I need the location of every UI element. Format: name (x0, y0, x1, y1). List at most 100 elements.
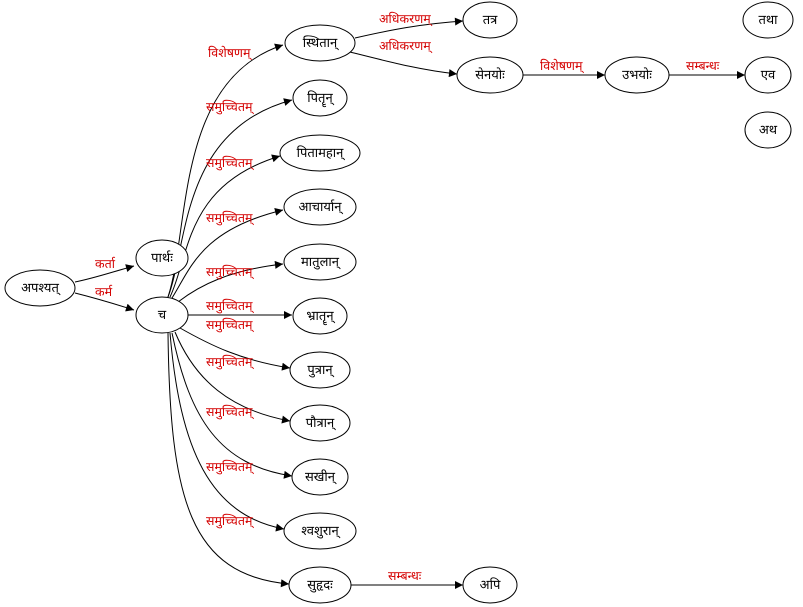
node-ellipse (744, 111, 792, 149)
node-label: स्थितान् (303, 35, 339, 51)
edge-sthitan-tatra: अधिकरणम् (354, 11, 464, 39)
node-label: आचार्यान् (298, 199, 343, 215)
node-ellipse (462, 1, 518, 39)
node-pitrn: पितॄन् (292, 79, 348, 117)
node-atha: अथ (744, 111, 792, 149)
edge-line (167, 332, 290, 588)
edge-label: समुच्चितम् (206, 99, 254, 115)
node-eva: एव (744, 56, 792, 94)
node-ellipse (292, 297, 348, 335)
node-ellipse (289, 351, 351, 389)
node-ellipse (283, 243, 357, 281)
edge-line (179, 327, 291, 371)
node-ellipse (4, 269, 76, 307)
node-ellipse (289, 404, 351, 442)
edge-label: समुच्चितम् (206, 513, 254, 529)
node-ellipse (135, 239, 189, 277)
node-label: पार्थः (151, 250, 173, 266)
node-label: पितामहान् (297, 145, 346, 161)
node-ellipse (744, 56, 792, 94)
edge-ca-putran: समुच्चितम् (179, 317, 291, 371)
node-label: पुत्रान् (307, 363, 334, 378)
node-label: तत्र (483, 13, 498, 28)
nodes-layer: अपश्यत् पार्थः च स्थितान् पितॄन् पितामहान् आचा… (4, 1, 794, 604)
node-ellipse (283, 188, 357, 226)
edge-line (74, 264, 135, 283)
node-label: पितॄन् (307, 90, 334, 108)
edge-label: समुच्चितम् (206, 317, 254, 333)
node-apashyat: अपश्यत् (4, 269, 76, 307)
edge-ca-shvashuran: समुच्चितम् (169, 332, 285, 532)
node-label: अथ (759, 123, 778, 138)
node-ellipse (288, 566, 352, 604)
node-pautran: पौत्रान् (289, 404, 351, 442)
node-ellipse (284, 24, 356, 62)
node-ellipse (742, 1, 794, 39)
node-label: उभयोः (622, 67, 652, 83)
node-label: सखीन् (305, 469, 337, 485)
edge-line (171, 207, 284, 299)
node-label: भ्रातॄन् (306, 309, 335, 326)
edge-ca-pautran: समुच्चितम् (174, 331, 291, 424)
node-label: च (158, 308, 167, 323)
node-acaryan: आचार्यान् (283, 188, 357, 226)
edge-label: अधिकरणम् (379, 38, 433, 54)
node-ellipse (283, 512, 357, 550)
node-suhrdah: सुहृदः (288, 566, 352, 604)
node-tatha: तथा (742, 1, 794, 39)
node-tatra: तत्र (462, 1, 518, 39)
edge-label: समुच्चितम् (206, 459, 254, 475)
edge-ca-pitamahan: समुच्चितम् (169, 154, 281, 298)
edge-label: विशेषणम् (540, 58, 584, 74)
node-bhratrn: भ्रातॄन् (292, 297, 348, 335)
edge-line (74, 292, 135, 312)
edge-apashyat-ca: कर्म (74, 284, 135, 312)
node-putran: पुत्रान् (289, 351, 351, 389)
edge-line (177, 260, 284, 303)
node-ellipse (292, 79, 348, 117)
node-label: सेनयोः (475, 67, 505, 83)
node-ellipse (135, 296, 189, 334)
node-label: तथा (758, 13, 778, 28)
node-label: श्वशुरान् (301, 524, 340, 539)
node-pitamahan: पितामहान् (279, 134, 361, 172)
node-label: अपश्यत् (21, 281, 61, 296)
node-label: मातुलान् (301, 255, 341, 270)
node-label: एव (761, 68, 776, 83)
node-ubhayoh: उभयोः (604, 56, 670, 94)
edge-label: सम्बन्धः (388, 568, 422, 583)
node-ellipse (279, 134, 361, 172)
edge-suhrdah-api: सम्बन्धः (351, 568, 463, 589)
edge-line (349, 51, 458, 78)
node-ellipse (462, 566, 518, 604)
node-label: अपि (480, 577, 501, 593)
edges-layer: कर्ताकर्मविशेषणम्समुच्चितम्समुच्चितम्समु… (74, 11, 745, 589)
node-ellipse (291, 458, 349, 496)
node-shvashuran: श्वशुरान् (283, 512, 357, 550)
node-api: अपि (462, 566, 518, 604)
edge-label: समुच्चितम् (206, 404, 254, 420)
edge-apashyat-parthah: कर्ता (74, 256, 135, 283)
edge-line (354, 17, 464, 39)
edge-senayoh-ubhayoh: विशेषणम् (523, 58, 605, 79)
edge-ubhayoh-eva: सम्बन्धः (669, 58, 745, 79)
node-senayoh: सेनयोः (456, 56, 524, 94)
edge-label: समुच्चितम् (206, 298, 254, 314)
node-sakhin: सखीन् (291, 458, 349, 496)
edge-sthitan-senayoh: अधिकरणम् (349, 38, 458, 78)
edge-ca-bhratrn: समुच्चितम् (188, 298, 292, 319)
edge-line (169, 332, 285, 532)
edge-label: विशेषणम् (208, 45, 252, 61)
edge-label: सम्बन्धः (686, 58, 720, 73)
edge-label: समुच्चितम् (206, 210, 254, 226)
edge-line (174, 331, 291, 424)
edge-ca-matulan: समुच्चितम् (177, 260, 284, 303)
node-ca: च (135, 296, 189, 334)
node-ellipse (456, 56, 524, 94)
edge-line (169, 154, 281, 298)
edge-label: अधिकरणम् (379, 11, 433, 27)
edge-label: समुच्चितम् (206, 155, 254, 171)
edge-label: कर्म (95, 284, 113, 299)
node-ellipse (604, 56, 670, 94)
